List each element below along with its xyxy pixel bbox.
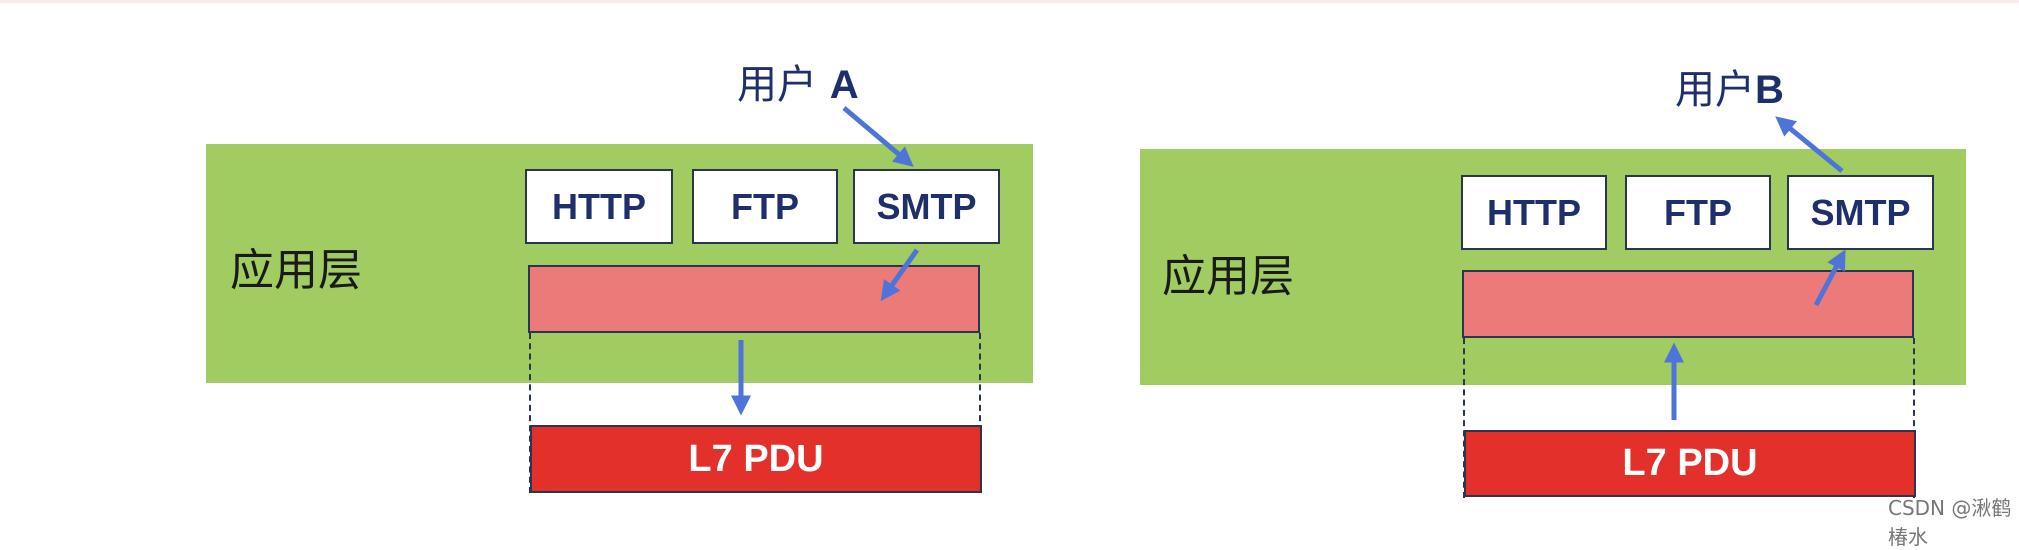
top-border	[0, 0, 2019, 3]
protocol-ftp: FTP	[1625, 175, 1771, 250]
watermark: CSDN @湫鹤椿水	[1888, 496, 2012, 549]
protocol-http: HTTP	[1461, 175, 1607, 250]
dashed-guide	[1913, 338, 1915, 498]
dashed-guide	[529, 333, 531, 493]
user-text: 用户	[737, 62, 817, 108]
dashed-guide	[1463, 338, 1465, 498]
l7-pdu: L7 PDU	[530, 425, 982, 493]
protocol-smtp: SMTP	[853, 169, 1000, 244]
user-id: A	[829, 63, 859, 107]
application-header	[528, 265, 980, 333]
application-header	[1462, 270, 1914, 338]
layer-label: 应用层	[230, 245, 362, 296]
layer-label: 应用层	[1162, 251, 1294, 302]
user-text: 用户	[1675, 67, 1755, 113]
arrow-header-to-smtp	[1813, 249, 1846, 307]
user-b-label: 用户B	[1675, 57, 1784, 115]
user-a-label: 用户 A	[737, 52, 859, 110]
flow-arrows	[731, 106, 1846, 420]
user-id: B	[1755, 68, 1784, 112]
arrow-smtp-to-user	[1775, 116, 1844, 173]
arrow-smtp-to-header	[880, 248, 920, 302]
protocol-smtp: SMTP	[1787, 175, 1934, 250]
protocol-ftp: FTP	[692, 169, 838, 244]
arrow-user-to-smtp	[842, 106, 914, 167]
l7-pdu: L7 PDU	[1464, 430, 1916, 497]
dashed-guide	[979, 333, 981, 493]
protocol-http: HTTP	[525, 169, 673, 244]
